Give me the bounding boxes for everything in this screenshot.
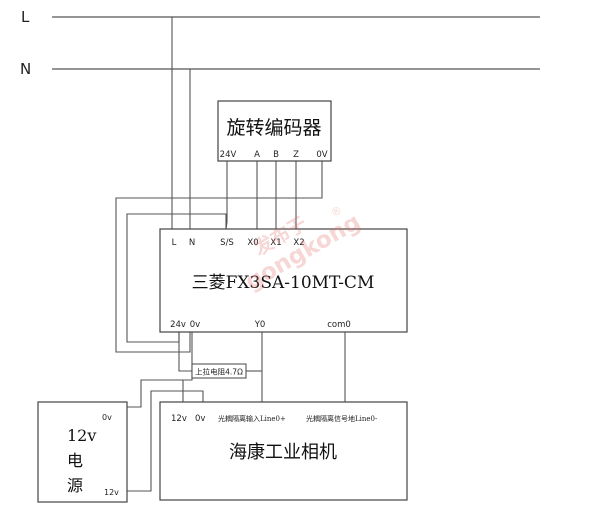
- encoder-title: 旋转编码器: [226, 117, 321, 139]
- l-rail-label: L: [21, 8, 30, 26]
- encoder-pin-b: B: [273, 150, 279, 160]
- plc-pin-24v: 24v: [170, 320, 186, 330]
- encoder-box: [217, 100, 332, 162]
- plc-pin-y0: Y0: [254, 320, 266, 330]
- plc-pin-l: L: [172, 238, 177, 248]
- power-supply-title-2: 电: [67, 451, 83, 470]
- wire-0v-power: [127, 332, 193, 408]
- power-rails: [52, 16, 540, 70]
- plc-pin-com0: com0: [327, 320, 351, 330]
- plc-pin-x0: X0: [247, 238, 258, 248]
- pullup-resistor: [191, 363, 247, 379]
- camera-box: [159, 401, 408, 501]
- plc-model: 三菱FX3SA-10MT-CM: [192, 273, 375, 293]
- wire-camera-12v: [127, 390, 204, 492]
- plc-pin-0v: 0v: [190, 320, 200, 330]
- power-supply-title-1: 12v: [67, 426, 96, 445]
- camera-line0-plus: 光耦隔离输入Line0+: [218, 414, 286, 423]
- plc-pin-ss: S/S: [220, 238, 234, 248]
- power-supply-title-3: 源: [67, 476, 83, 495]
- encoder-pin-24v: 24V: [220, 150, 237, 160]
- power-supply-box: [37, 401, 128, 503]
- plc-pin-n: N: [189, 238, 195, 248]
- wire-enc-0v: [115, 161, 323, 353]
- camera-line0-minus: 光耦隔离信号地Line0-: [306, 414, 378, 423]
- plc-pin-x1: X1: [270, 238, 281, 248]
- camera-pin-0v: 0v: [195, 414, 205, 424]
- encoder-pin-0v: 0V: [316, 150, 327, 160]
- plc-box: [159, 228, 408, 333]
- plc-pin-x2: X2: [293, 238, 304, 248]
- pullup-resistor-label: 上拉电阻4.7Ω: [195, 367, 243, 377]
- camera-title: 海康工业相机: [229, 442, 337, 463]
- wires: [115, 17, 346, 492]
- encoder-pin-z: Z: [293, 150, 299, 160]
- encoder-pin-a: A: [254, 150, 260, 160]
- n-rail-label: N: [20, 60, 31, 78]
- power-supply-pin-0v: 0v: [102, 413, 112, 422]
- power-supply-pin-12v: 12v: [104, 488, 119, 497]
- camera-pin-12v: 12v: [171, 414, 187, 424]
- wire-24v-resistor: [178, 332, 192, 372]
